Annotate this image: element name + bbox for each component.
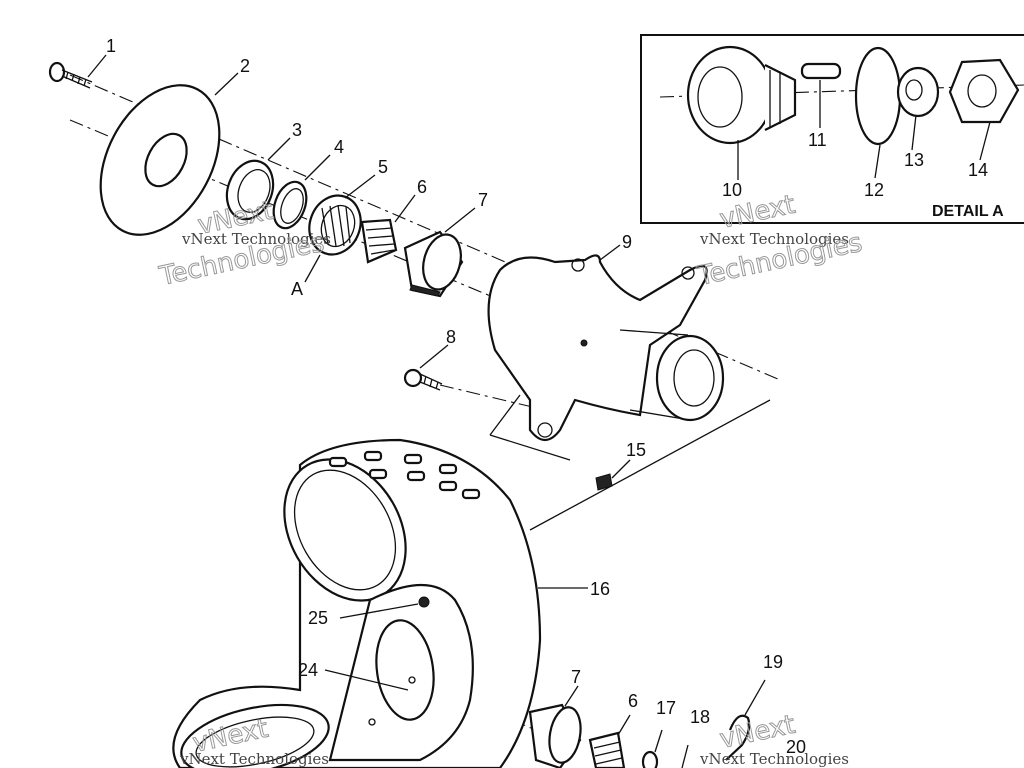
callout-16: 16: [590, 579, 610, 599]
part-2-disc: [99, 84, 221, 236]
part-11-pin: [800, 62, 842, 80]
part-15-set-screw: [595, 473, 613, 491]
part-7-bearing-cup: [403, 230, 464, 298]
callout-5: 5: [378, 157, 388, 177]
callout-17: 17: [656, 698, 676, 718]
part-6-tapered-bearing: [360, 218, 398, 264]
part-8-bolt: [403, 368, 443, 391]
callout-a: A: [291, 279, 303, 299]
watermark-text-right: vNext Technologies: [699, 230, 849, 248]
hub-projection-lines: [489, 394, 771, 531]
callout-labels: 1 2 3 4 5 6 7 8 9 10 11 12 13 14 15 16 1…: [106, 36, 988, 757]
part-13-washer: [896, 66, 940, 118]
watermark-text-left: vNext Technologies: [181, 230, 331, 248]
detail-a-panel: DETAIL A: [640, 34, 1024, 224]
part-4-snap-ring: [272, 180, 308, 230]
callout-6-lower: 6: [628, 691, 638, 711]
part-19-cotter-pin: [725, 714, 751, 761]
callout-14: 14: [968, 160, 988, 180]
part-14-hex-nut: [948, 58, 1020, 124]
callout-11: 11: [808, 130, 827, 150]
callout-7-lower: 7: [571, 667, 581, 687]
callout-2: 2: [240, 56, 250, 76]
callout-1: 1: [106, 36, 116, 56]
callout-6: 6: [417, 177, 427, 197]
leader-lines: [87, 54, 991, 753]
callout-13: 13: [904, 150, 924, 170]
detail-a-label: DETAIL A: [932, 203, 1004, 220]
callout-9: 9: [622, 232, 632, 252]
watermark-text-bottom-right: vNext Technologies: [699, 750, 849, 768]
callout-19: 19: [763, 652, 783, 672]
part-7-lower-bearing-cup: [528, 703, 582, 768]
part-10-castle-nut: [686, 45, 797, 145]
callout-15: 15: [626, 440, 646, 460]
part-9-hub: [487, 254, 725, 442]
callout-12: 12: [864, 180, 884, 200]
part-1-bolt: [48, 61, 93, 89]
tire-tread-blocks: [328, 450, 481, 500]
callout-3: 3: [292, 120, 302, 140]
callout-10: 10: [722, 180, 742, 200]
callout-20: 20: [786, 737, 806, 757]
callout-8: 8: [446, 327, 456, 347]
part-24-wheel-rim: [180, 583, 474, 768]
part-12-ring: [854, 46, 902, 146]
part-5-bearing: [308, 194, 362, 256]
bolt-axis-line: [439, 384, 546, 411]
callout-18: 18: [690, 707, 710, 727]
part-25-valve-stem: [418, 596, 430, 608]
watermark-text-bottom-left: vNext Technologies: [179, 750, 329, 768]
callout-4: 4: [334, 137, 344, 157]
callout-24: 24: [298, 660, 318, 680]
part-6-lower-tapered-bearing: [588, 731, 626, 768]
callout-7: 7: [478, 190, 488, 210]
callout-25: 25: [308, 608, 328, 628]
part-18-nut: [681, 744, 689, 768]
part-3-seal: [225, 159, 275, 221]
part-17-washer: [641, 750, 659, 768]
